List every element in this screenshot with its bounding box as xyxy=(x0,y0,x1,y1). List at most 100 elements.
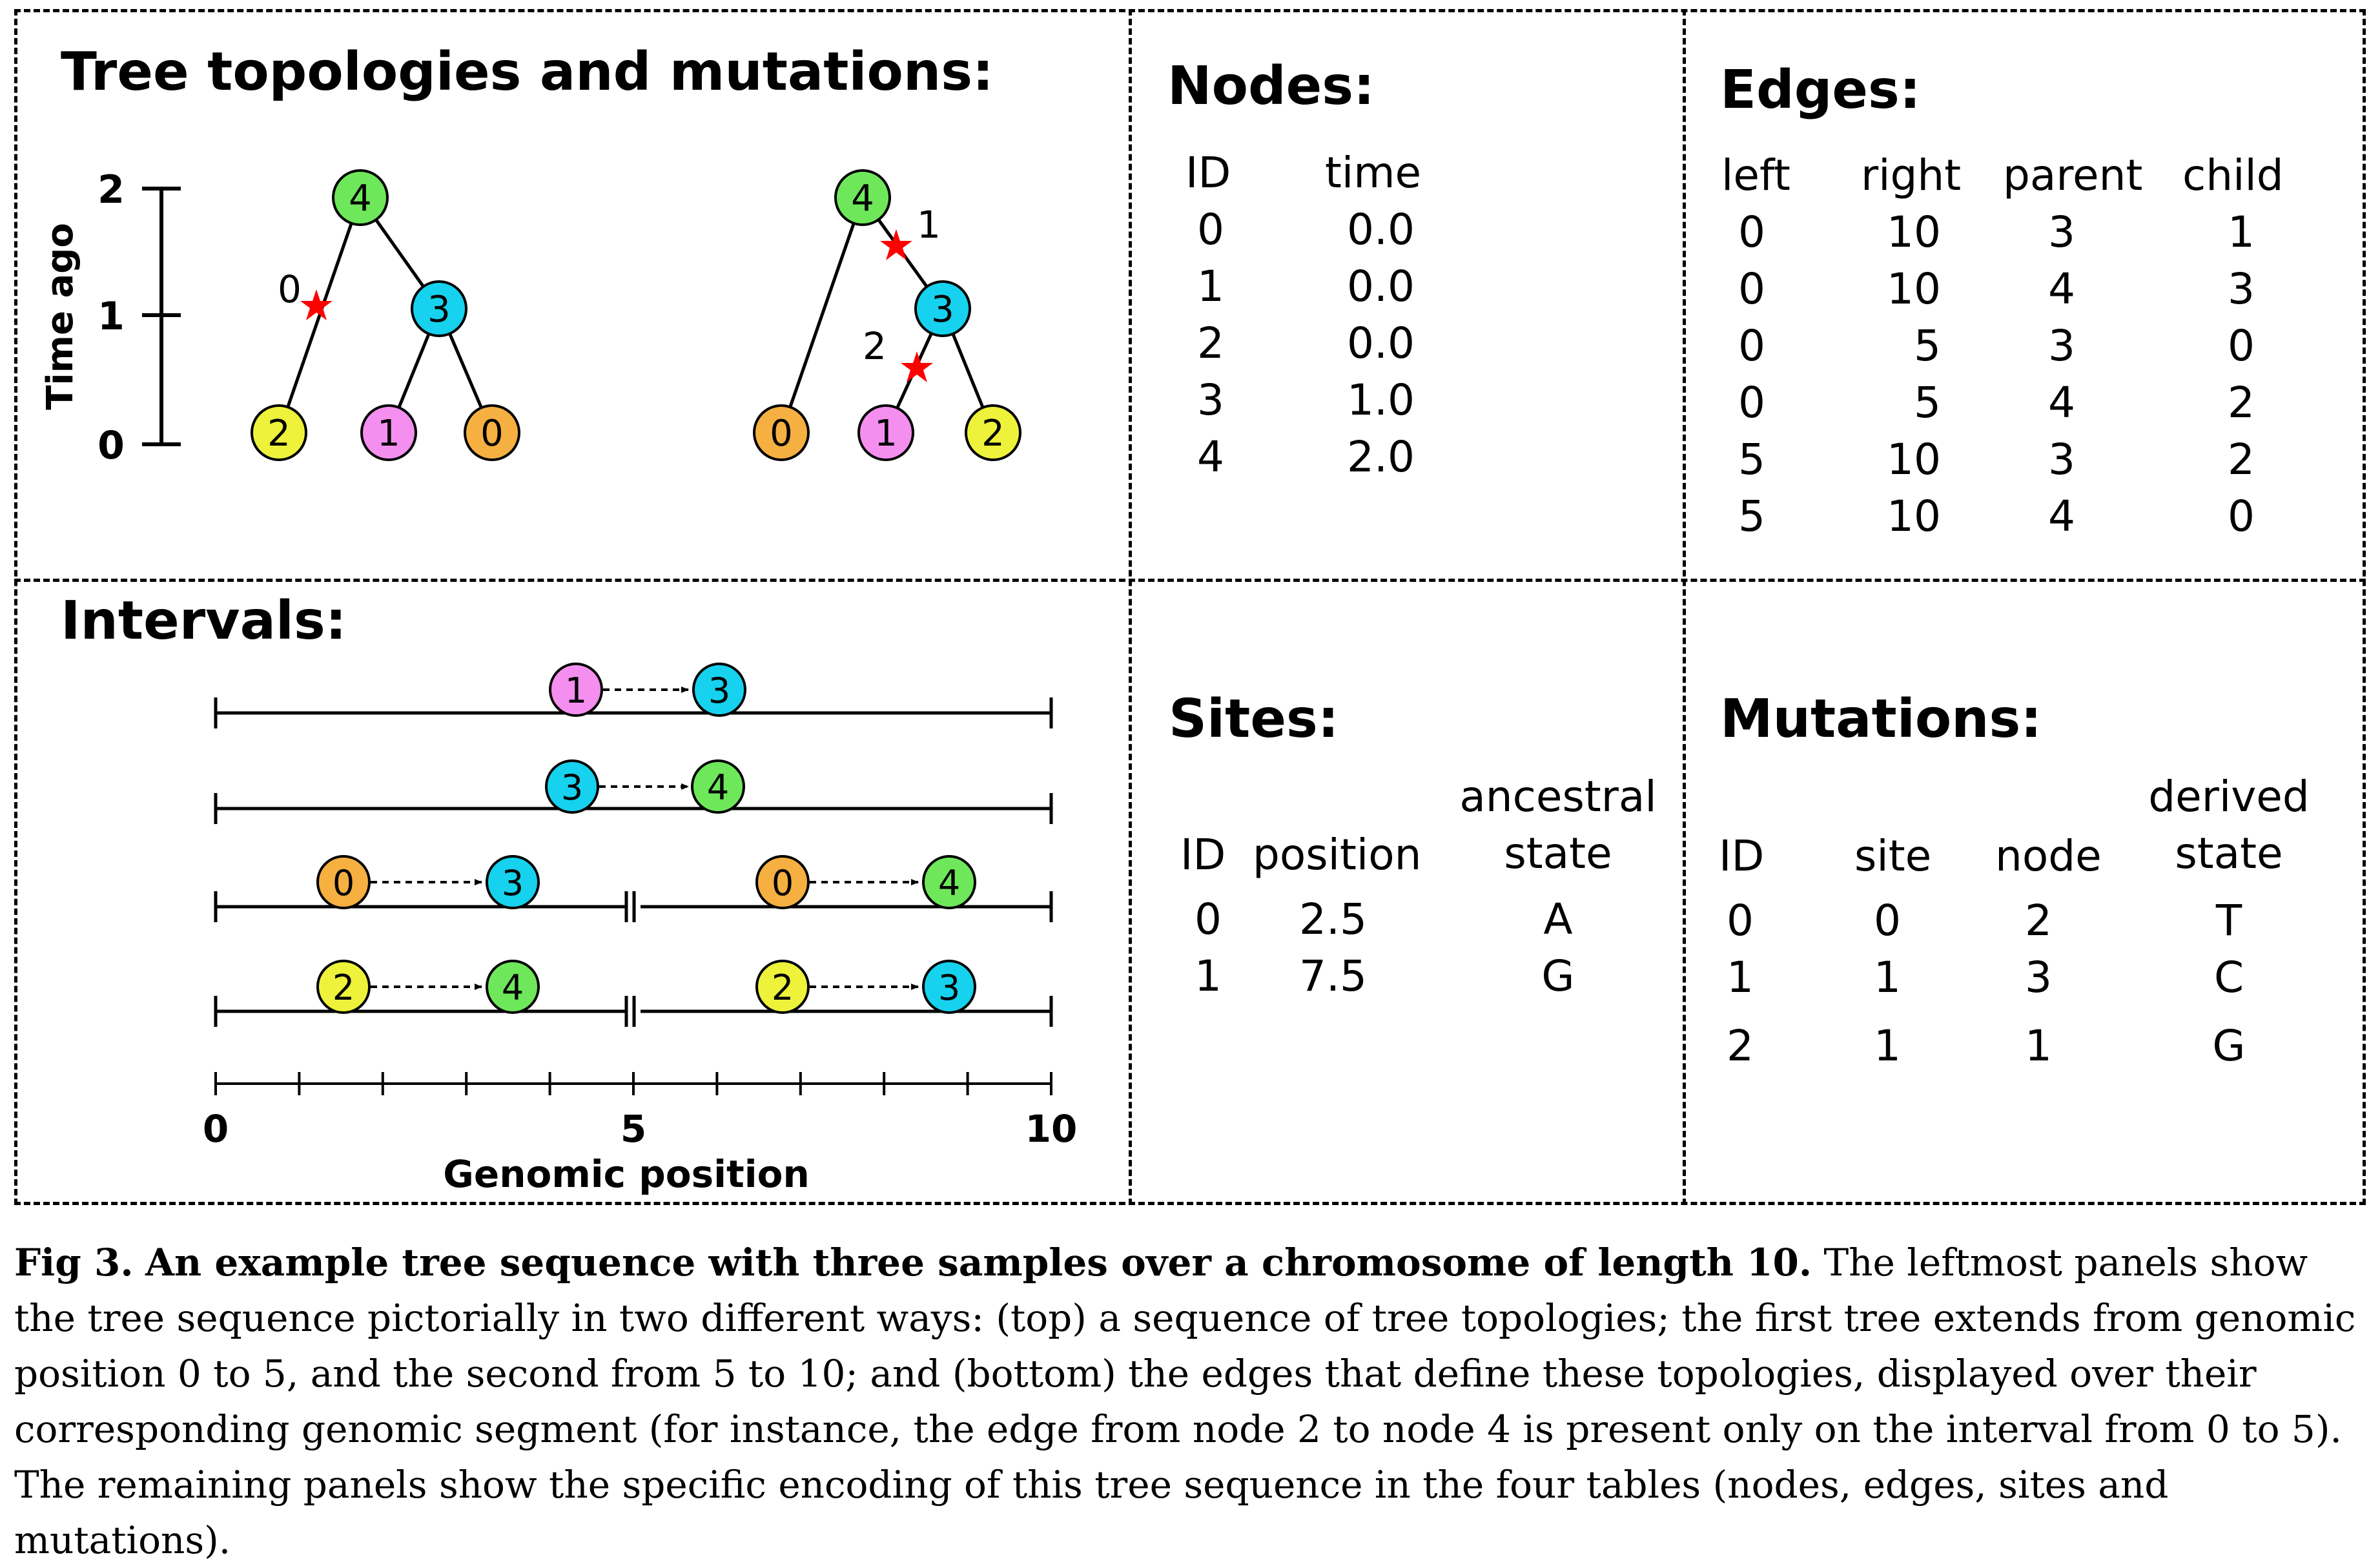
column-header: ID xyxy=(1180,830,1226,880)
y-axis-label: Time ago xyxy=(39,223,81,410)
divider-vertical-2 xyxy=(1683,9,1686,1205)
svg-text:1: 1 xyxy=(874,413,898,455)
svg-text:3: 3 xyxy=(561,767,583,808)
mutations-panel-title: Mutations: xyxy=(1720,688,2042,750)
column-header: site xyxy=(1854,831,1932,881)
interval-node-3: 3 xyxy=(486,855,540,909)
interval-node-3: 3 xyxy=(922,960,976,1014)
interval-node-1: 1 xyxy=(549,663,603,717)
x-tick-10: 10 xyxy=(1025,1107,1078,1151)
table-row: 0 2.5 A xyxy=(1195,894,1573,944)
interval-node-3: 3 xyxy=(545,759,599,814)
svg-text:0: 0 xyxy=(770,413,793,455)
column-header: derived xyxy=(2148,772,2310,821)
tree1-node-4: 4 xyxy=(332,169,389,226)
time-axis: 2 1 0 Time ago xyxy=(39,167,181,468)
tree1-node-1: 1 xyxy=(360,404,417,461)
tree-1: 0 4 3 2 1 0 xyxy=(251,169,520,461)
column-header: position xyxy=(1253,830,1422,880)
interval-node-0: 0 xyxy=(755,855,810,909)
table-header: ID time xyxy=(1185,145,1441,201)
svg-text:3: 3 xyxy=(502,863,524,903)
figure-caption: Fig 3. An example tree sequence with thr… xyxy=(14,1235,2365,1568)
svg-text:4: 4 xyxy=(707,767,729,808)
tree2-node-3: 3 xyxy=(914,280,971,337)
caption-label: Fig 3. xyxy=(14,1241,134,1284)
svg-text:0: 0 xyxy=(480,413,504,455)
svg-text:2: 2 xyxy=(981,413,1005,455)
column-header: ancestral xyxy=(1459,772,1657,821)
svg-text:3: 3 xyxy=(931,289,954,331)
svg-text:0: 0 xyxy=(772,863,794,903)
nodes-panel-title: Nodes: xyxy=(1167,56,1375,117)
interval-node-4: 4 xyxy=(691,759,745,814)
column-header: state xyxy=(1504,829,1612,878)
svg-text:3: 3 xyxy=(938,967,960,1008)
table-row: 0 0 2 T xyxy=(1727,896,2242,945)
column-header: ID xyxy=(1185,148,1231,198)
caption-title: An example tree sequence with three samp… xyxy=(145,1241,1812,1284)
mutations-table: derived ID site node state 0 0 2 T 1 1 3… xyxy=(1719,769,2339,1091)
tree1-node-2: 2 xyxy=(251,404,307,461)
edges-panel-title: Edges: xyxy=(1720,59,1921,121)
interval-node-2: 2 xyxy=(316,960,371,1014)
interval-row-2: 3 4 xyxy=(214,759,1053,824)
svg-text:4: 4 xyxy=(851,178,874,220)
x-tick-0: 0 xyxy=(203,1107,229,1151)
tree-2: 1 2 4 3 0 1 2 xyxy=(753,169,1021,461)
interval-row-3: 0 3 0 4 xyxy=(214,855,1053,922)
divider-vertical-1 xyxy=(1129,9,1132,1205)
interval-node-2: 2 xyxy=(755,960,810,1014)
interval-node-3: 3 xyxy=(692,663,746,717)
table-header: left right parent child xyxy=(1721,150,2284,200)
tree2-node-4: 4 xyxy=(834,169,891,226)
tree2-node-2: 2 xyxy=(965,404,1021,461)
tree2-node-1: 1 xyxy=(857,404,914,461)
divider-horizontal xyxy=(14,579,2366,582)
table-row: 1 7.5 G xyxy=(1195,951,1575,1001)
column-header: state xyxy=(2175,829,2283,878)
mutation-label-1: 1 xyxy=(917,203,941,247)
figure-frame xyxy=(14,9,2366,1205)
trees-panel-title: Tree topologies and mutations: xyxy=(61,41,994,103)
svg-text:2: 2 xyxy=(267,413,291,455)
svg-text:4: 4 xyxy=(938,863,960,903)
sites-table: ancestral ID position state 0 2.5 A 1 7.… xyxy=(1180,769,1671,1014)
svg-text:4: 4 xyxy=(502,967,524,1008)
y-tick-0: 0 xyxy=(97,423,125,468)
interval-row-1: 1 3 xyxy=(214,663,1053,728)
interval-node-4: 4 xyxy=(922,855,976,909)
svg-text:4: 4 xyxy=(349,178,372,220)
tree-topologies-diagram: 2 1 0 Time ago 0 4 3 2 1 0 1 2 4 3 0 1 2 xyxy=(39,167,1021,468)
svg-text:0: 0 xyxy=(333,863,354,903)
interval-node-4: 4 xyxy=(486,960,540,1014)
intervals-panel-title: Intervals: xyxy=(61,590,347,652)
caption-text: The leftmost panels show the tree sequen… xyxy=(14,1241,2356,1562)
mutation-star-icon xyxy=(880,229,912,260)
svg-text:1: 1 xyxy=(377,413,400,455)
mutation-star-icon xyxy=(901,351,933,382)
mutation-label-0: 0 xyxy=(278,267,302,311)
interval-node-0: 0 xyxy=(316,855,371,909)
interval-row-4: 2 4 2 3 xyxy=(214,960,1053,1027)
tree1-node-3: 3 xyxy=(411,280,467,337)
table-row: 2 1 1 G xyxy=(1727,1021,2246,1071)
y-tick-1: 1 xyxy=(97,294,125,339)
mutation-star-icon xyxy=(300,289,333,320)
tree1-node-0: 0 xyxy=(464,404,520,461)
column-header: time xyxy=(1325,148,1422,198)
svg-text:3: 3 xyxy=(708,670,730,711)
tree2-node-0: 0 xyxy=(753,404,810,461)
svg-text:2: 2 xyxy=(772,967,794,1008)
sites-panel-title: Sites: xyxy=(1169,688,1339,750)
